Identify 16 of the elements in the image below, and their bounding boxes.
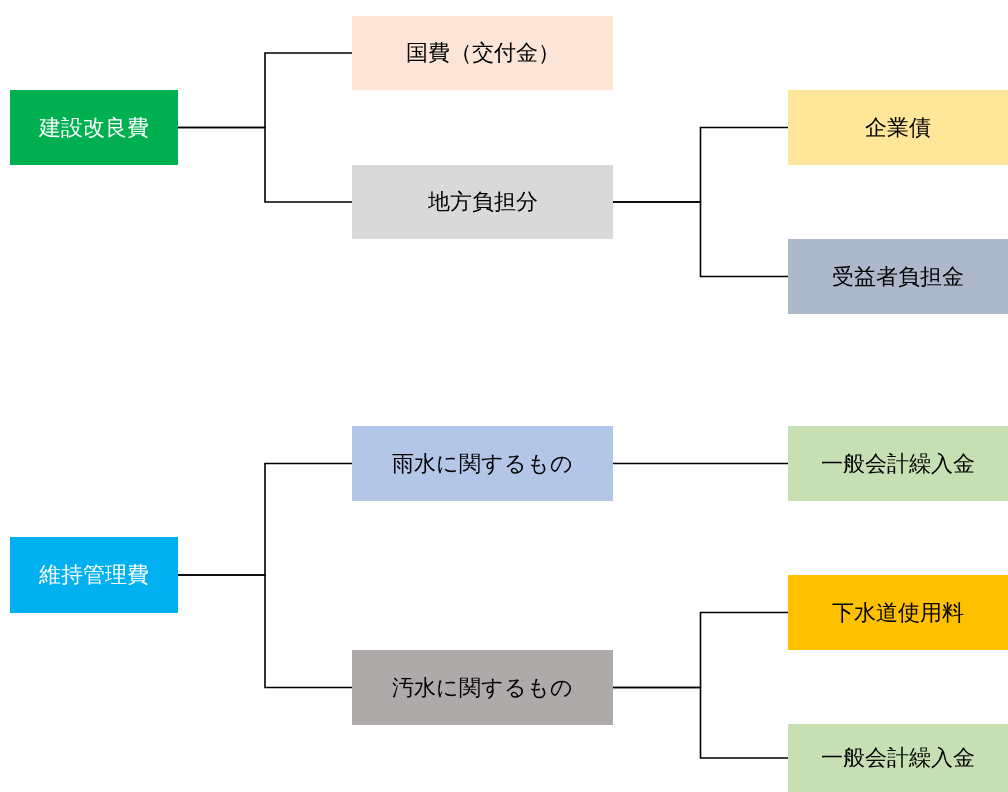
category-box: 一般会計繰入金: [788, 724, 1008, 792]
category-box: 雨水に関するもの: [352, 426, 613, 501]
category-box: 地方負担分: [352, 165, 613, 239]
bracket-line: [177, 574, 353, 689]
category-box: 汚水に関するもの: [352, 650, 613, 725]
category-box: 受益者負担金: [788, 239, 1008, 314]
bracket-line: [612, 686, 789, 759]
category-box: 一般会計繰入金: [788, 426, 1008, 501]
category-box: 建設改良費: [10, 90, 178, 165]
category-box: 維持管理費: [10, 537, 178, 613]
category-box: 国費（交付金）: [352, 16, 613, 90]
bracket-line: [177, 126, 353, 203]
category-box: 企業債: [788, 90, 1008, 165]
bracket-line: [612, 201, 789, 278]
bracket-line: [612, 462, 789, 465]
category-box: 下水道使用料: [788, 575, 1008, 650]
